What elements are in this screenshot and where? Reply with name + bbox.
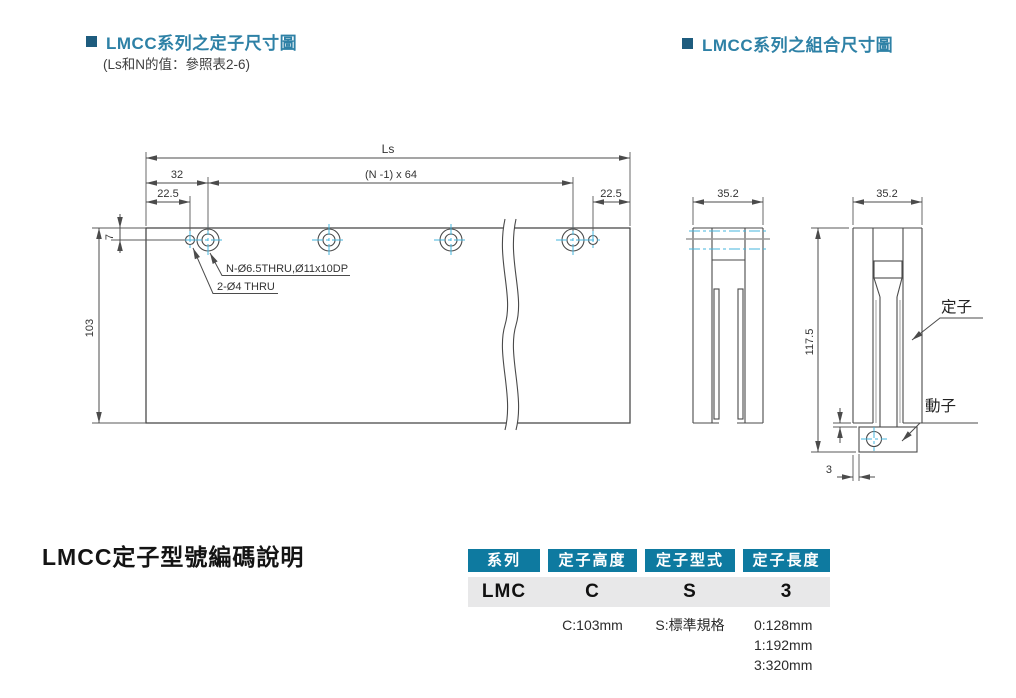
pin-hole-note: 2-Ø4 THRU [217, 281, 275, 293]
assembly-dimension-header: LMCC系列之組合尺寸圖 [682, 31, 893, 56]
assembly-offset-label: 3 [826, 464, 832, 476]
break-line [512, 218, 520, 431]
mover-core-top [873, 260, 903, 279]
square-bullet-icon [86, 36, 97, 47]
hole-centerlines [180, 224, 603, 256]
front-view: Ls (N -1) x 64 32 22.5 22.5 7 103 N-Ø6.5… [84, 142, 631, 431]
stator-section-view: 35.2 [686, 188, 770, 424]
coding-note-length: 0:128mm 1:192mm 3:320mm [743, 615, 830, 675]
assembly-dimension-lines [815, 199, 922, 480]
section-hole-centerlines [689, 230, 767, 250]
section-width-label: 35.2 [717, 188, 738, 200]
air-gap-lines [875, 300, 901, 423]
assembly-dimension-title: LMCC系列之組合尺寸圖 [702, 36, 894, 55]
dim-22-5-left-label: 22.5 [157, 188, 178, 200]
assembly-stator-outline [852, 227, 923, 424]
section-extension-lines [692, 197, 764, 225]
dim-pitch-label: (N -1) x 64 [365, 169, 417, 181]
mount-hole-note: N-Ø6.5THRU,Ø11x10DP [226, 263, 348, 275]
stator-leader [911, 317, 983, 341]
length-option-1: 1:192mm [754, 637, 813, 653]
mover-hole-centerlines [861, 427, 887, 451]
square-bullet-icon [682, 38, 693, 49]
coding-header-length: 定子長度 [743, 549, 830, 572]
stator-body-outline [145, 227, 631, 424]
coding-note-height: C:103mm [562, 617, 623, 633]
length-option-2: 3:320mm [754, 657, 813, 673]
stator-section-outline [692, 227, 764, 424]
coding-value-type: S [683, 581, 697, 602]
coding-note-type: S:標準規格 [655, 617, 725, 633]
mover-label: 動子 [925, 397, 956, 415]
stator-label: 定子 [941, 298, 972, 316]
dim-22-5-right-label: 22.5 [600, 188, 621, 200]
assembly-width-label: 35.2 [876, 188, 897, 200]
length-option-0: 0:128mm [754, 617, 813, 633]
dim-ls-label: Ls [382, 142, 395, 156]
technical-drawing: Ls (N -1) x 64 32 22.5 22.5 7 103 N-Ø6.5… [84, 142, 983, 481]
coding-header-row: 系列 定子高度 定子型式 定子長度 [468, 549, 830, 572]
dimension-lines [96, 155, 630, 423]
break-band [502, 219, 519, 430]
coding-section-title: LMCC定子型號編碼說明 [42, 544, 305, 570]
break-line [501, 218, 509, 431]
coding-header-type: 定子型式 [645, 549, 735, 572]
stator-dimension-header: LMCC系列之定子尺寸圖 [86, 29, 297, 54]
coding-header-height: 定子高度 [548, 549, 637, 572]
coding-value-height: C [585, 581, 600, 602]
mover-leader [901, 422, 978, 442]
assembly-height-label: 117.5 [804, 329, 816, 356]
dim-103-label: 103 [84, 319, 96, 337]
stator-dimension-title: LMCC系列之定子尺寸圖 [106, 34, 298, 53]
stator-dimension-subtitle: (Ls和N的值：參照表2-6) [103, 57, 251, 72]
assembly-view: 35.2 117.5 3 定子 動子 [804, 188, 983, 481]
coding-header-series: 系列 [468, 549, 540, 572]
mounting-holes [184, 228, 599, 252]
coding-value-length: 3 [780, 581, 793, 602]
dim-32-label: 32 [171, 169, 183, 181]
dim-7-label: 7 [104, 234, 116, 240]
hole-callouts: N-Ø6.5THRU,Ø11x10DP 2-Ø4 THRU [192, 247, 350, 294]
coding-note-series [468, 615, 540, 675]
mover-fin [873, 277, 903, 427]
coding-value-series: LMC [481, 581, 527, 602]
mover-base [858, 426, 918, 453]
coding-value-row: LMC C S 3 [468, 577, 830, 607]
model-coding-table: 系列 定子高度 定子型式 定子長度 LMC C S 3 C:103mm S:標準… [468, 549, 830, 675]
coding-notes-row: C:103mm S:標準規格 0:128mm 1:192mm 3:320mm [468, 615, 830, 675]
